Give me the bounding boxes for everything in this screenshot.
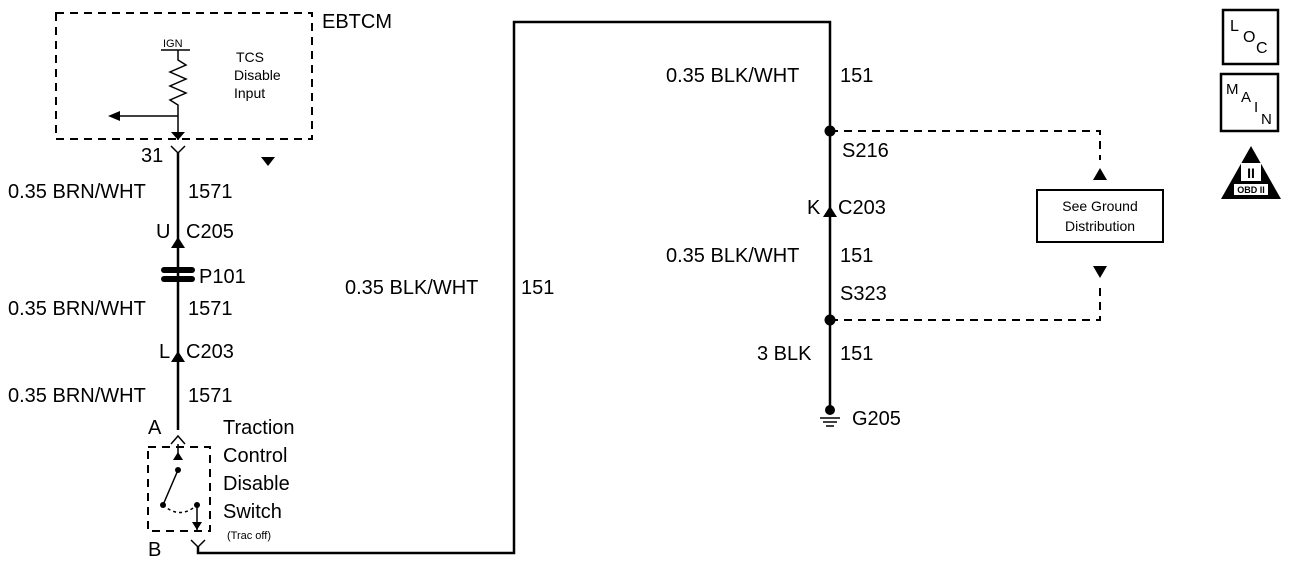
ground-ref-box	[1036, 189, 1164, 243]
ground-icon	[820, 405, 840, 427]
c203-pin: L	[159, 341, 170, 363]
module-symbol-icon	[261, 157, 275, 166]
up-arrow-icon	[1093, 168, 1107, 180]
c203-right-pin: K	[807, 197, 821, 219]
loc-c: C	[1256, 40, 1268, 57]
ground-ref-line1: See Ground	[1062, 198, 1138, 214]
switch-pin-b: B	[148, 539, 161, 561]
ground-distribution-reference: See Ground Distribution	[830, 130, 1164, 321]
main-icon[interactable]: M A I N	[1219, 72, 1280, 133]
input-label-line1: TCS	[236, 49, 264, 65]
input-arrow-icon	[108, 111, 120, 121]
loc-l: L	[1230, 18, 1239, 35]
switch-dashed-box	[147, 446, 211, 532]
input-label-line2: Disable	[234, 67, 281, 83]
obd-text: OBD II	[1237, 185, 1265, 195]
switch-contact-arrow-icon	[173, 452, 183, 460]
left-wire2-circuit: 1571	[188, 298, 233, 320]
pullup-resistor-icon	[168, 50, 188, 140]
c203-right-connector-icon	[823, 206, 837, 217]
right-wire3-gauge: 3 BLK	[757, 343, 812, 365]
s216-dashed-link	[830, 130, 1101, 160]
right-circuit: 0.35 BLK/WHT 151 S216 K C203 0.35 BLK/WH…	[666, 65, 901, 430]
left-wire3-circuit: 1571	[188, 385, 233, 407]
loc-icon[interactable]: L O C	[1221, 8, 1280, 66]
ground-ref-line2: Distribution	[1065, 218, 1135, 234]
p101-passthrough-icon	[161, 267, 195, 273]
switch-bottom-arrow-icon	[192, 522, 202, 530]
main-a: A	[1241, 89, 1251, 106]
switch-pin-a: A	[148, 417, 162, 439]
switch-actuator-path	[162, 504, 198, 514]
supply-label: IGN	[163, 38, 183, 50]
right-wire2-gauge: 0.35 BLK/WHT	[666, 245, 799, 267]
left-wire1-circuit: 1571	[188, 181, 233, 203]
right-wire3-circuit: 151	[840, 343, 873, 365]
left-wire2-gauge: 0.35 BRN/WHT	[8, 298, 146, 320]
main-n: N	[1261, 111, 1272, 128]
c205-name: C205	[186, 221, 234, 243]
obd-ii-icon[interactable]: II OBD II	[1221, 146, 1281, 199]
ebtcm-module: EBTCM IGN TCS Disable Input	[55, 11, 392, 166]
loc-o: O	[1243, 29, 1255, 46]
module-terminal-icon	[170, 145, 186, 155]
switch-note: (Trac off)	[227, 530, 271, 542]
s323-dashed-link	[830, 288, 1101, 321]
left-wire1-gauge: 0.35 BRN/WHT	[8, 181, 146, 203]
main-m: M	[1226, 81, 1239, 98]
c203-connector-icon	[171, 351, 185, 362]
middle-circuit: 0.35 BLK/WHT 151	[196, 20, 832, 555]
left-wire3-gauge: 0.35 BRN/WHT	[8, 385, 146, 407]
switch-label-line4: Switch	[223, 501, 282, 523]
down-arrow-icon	[1093, 266, 1107, 278]
p101-label: P101	[199, 266, 246, 288]
switch-pin-b-icon	[190, 539, 206, 549]
obd-numeral: II	[1247, 165, 1255, 181]
module-pin-arrow-icon	[171, 132, 185, 140]
input-label-line3: Input	[234, 85, 265, 101]
module-terminal-label: 31	[141, 145, 163, 167]
right-wire2-circuit: 151	[840, 245, 873, 267]
right-wire1-circuit: 151	[840, 65, 873, 87]
middle-wire	[196, 20, 832, 555]
c203-right-name: C203	[838, 197, 886, 219]
module-dashed-box	[55, 12, 313, 140]
traction-control-switch: A Traction Control Disable Switch (Trac …	[147, 417, 295, 561]
switch-pin-a-icon	[170, 434, 186, 445]
switch-label-line3: Disable	[223, 473, 290, 495]
right-wire1-gauge: 0.35 BLK/WHT	[666, 65, 799, 87]
left-circuit: 31 0.35 BRN/WHT 1571 U C205 P101 0.35 BR…	[8, 145, 246, 430]
switch-label-line2: Control	[223, 445, 287, 467]
c203-name: C203	[186, 341, 234, 363]
module-name: EBTCM	[322, 11, 392, 33]
middle-wire-gauge: 0.35 BLK/WHT	[345, 277, 478, 299]
switch-label-line1: Traction	[223, 417, 295, 439]
c205-connector-icon	[171, 237, 185, 248]
switch-lever	[162, 469, 179, 506]
main-i: I	[1254, 99, 1258, 116]
middle-wire-circuit: 151	[521, 277, 554, 299]
g205-label: G205	[852, 408, 901, 430]
s323-label: S323	[840, 283, 887, 305]
s216-label: S216	[842, 140, 889, 162]
c205-pin: U	[156, 221, 170, 243]
